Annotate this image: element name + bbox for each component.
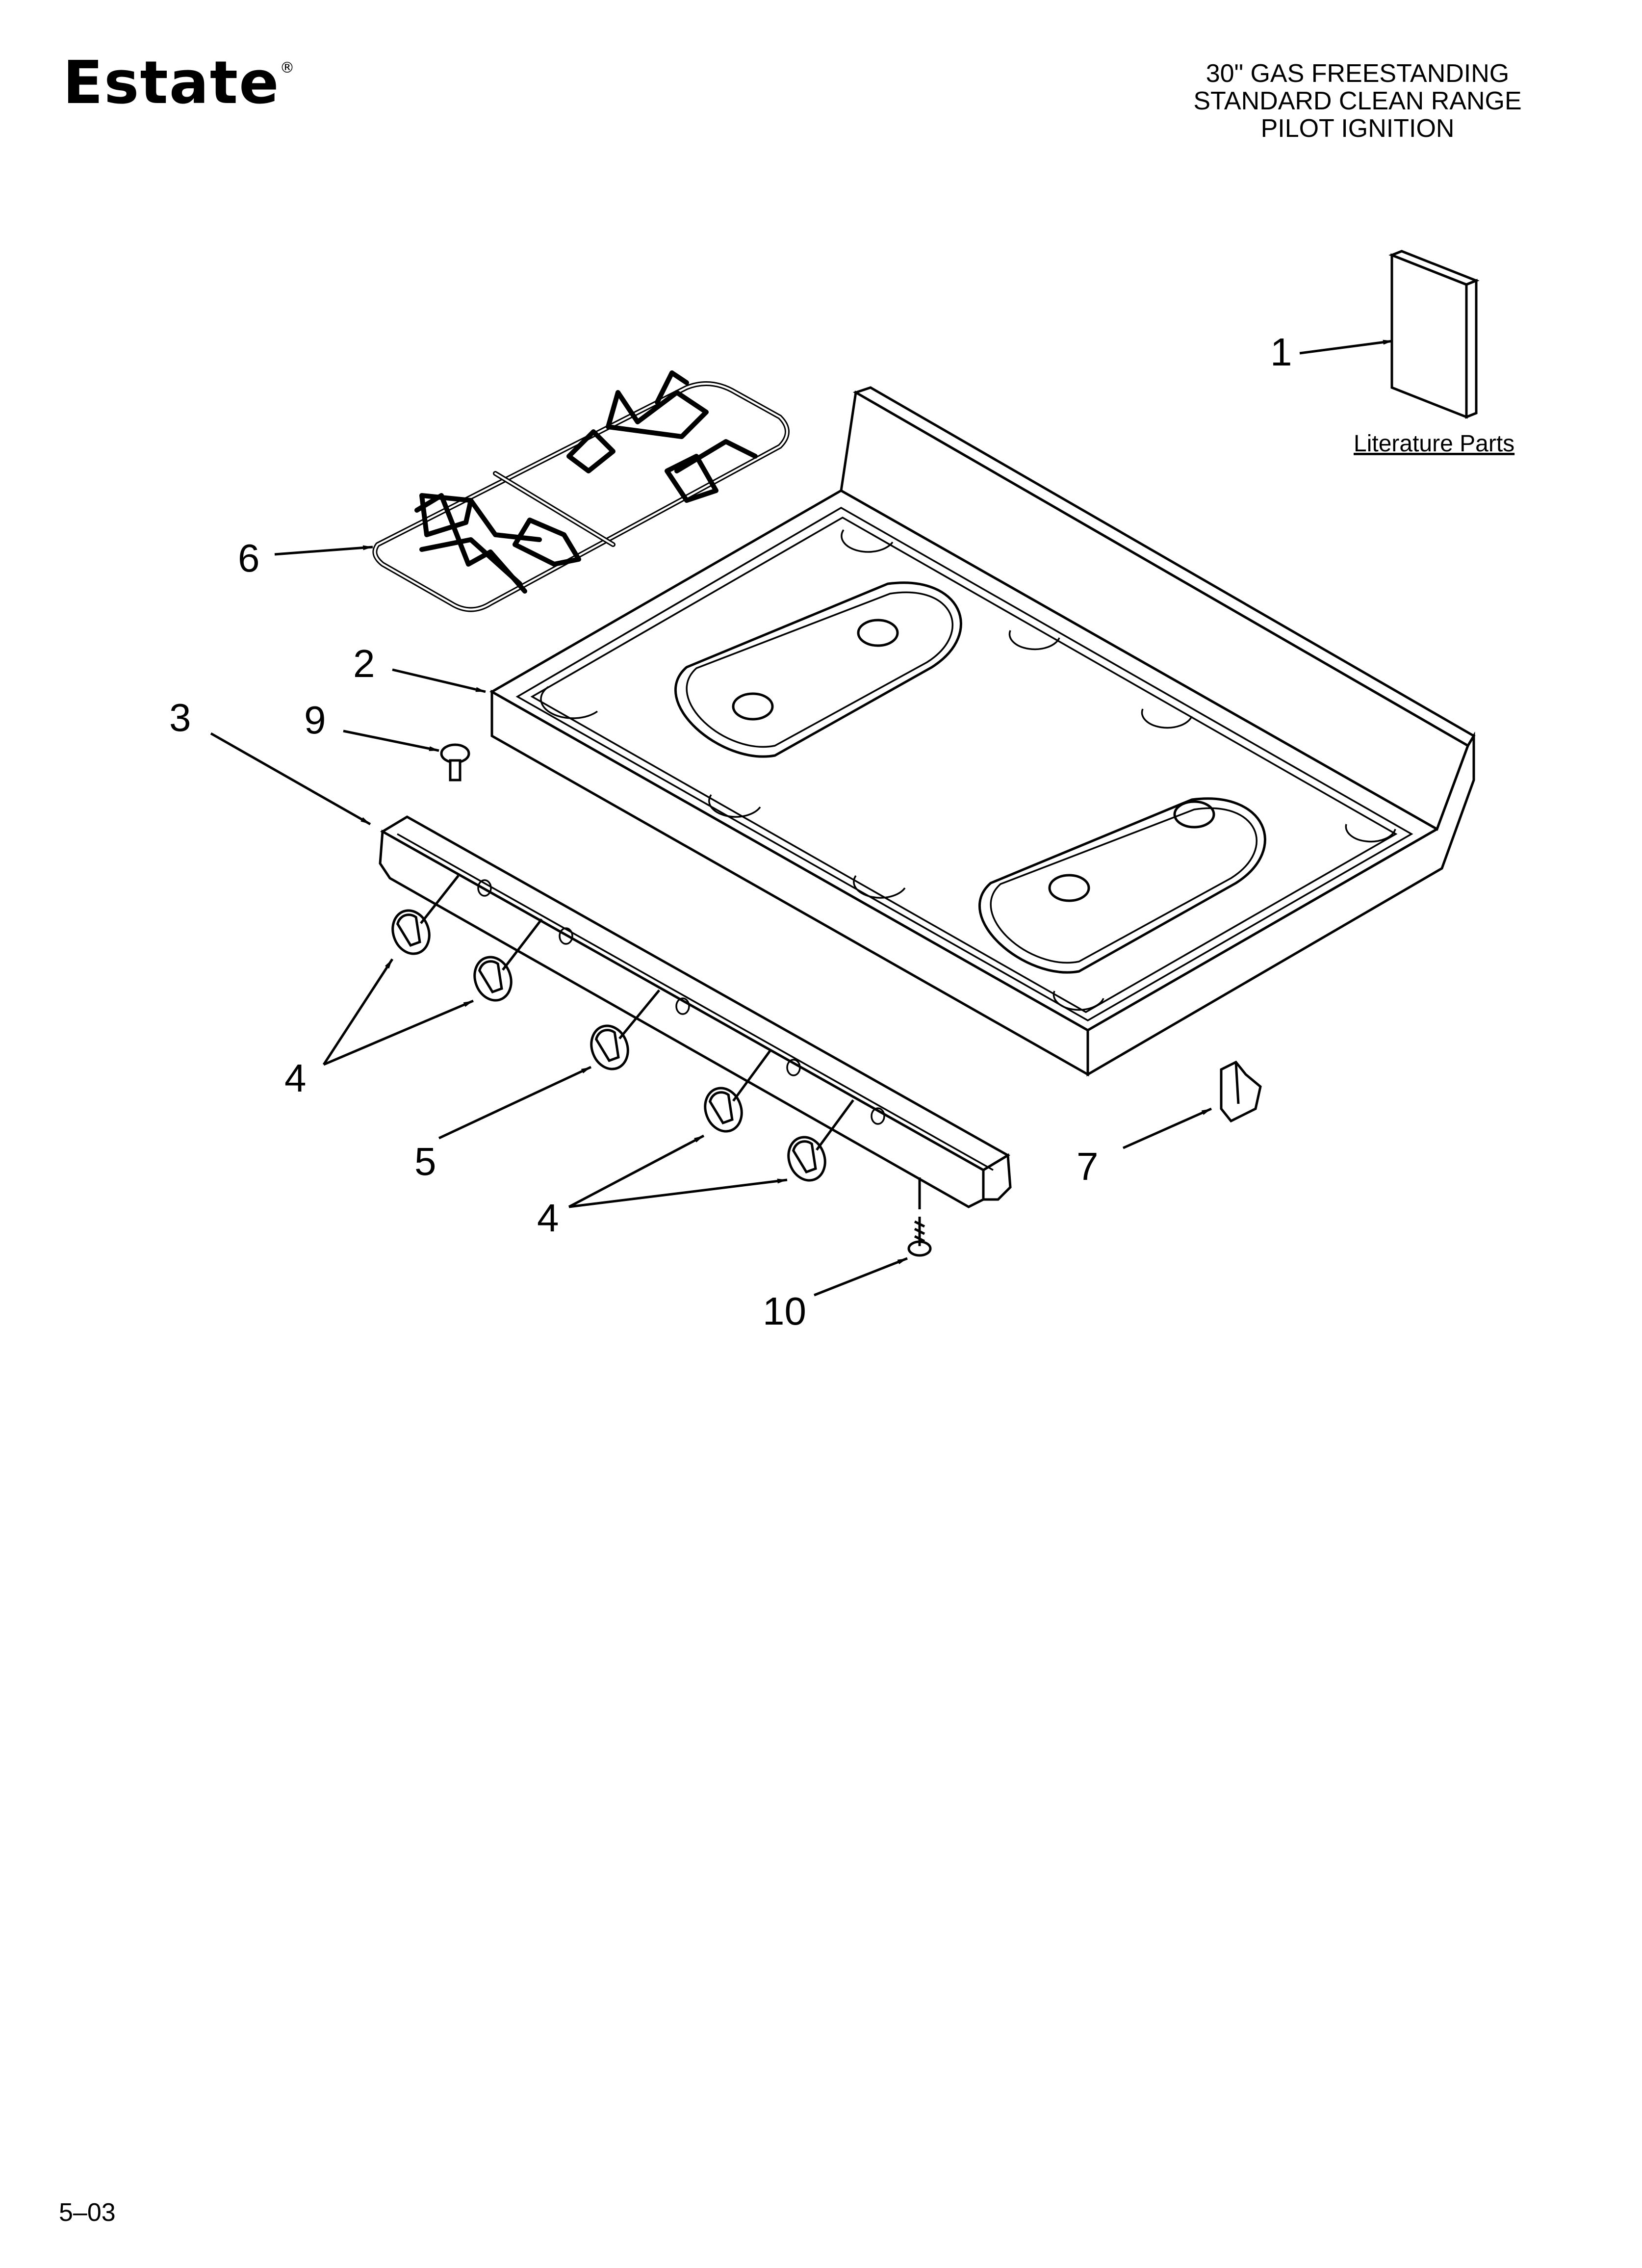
registered-mark: ® (280, 59, 296, 77)
bracket-clip (1220, 1060, 1262, 1123)
revision-code: 5–03 (59, 2198, 116, 2227)
callout-4-lower: 4 (537, 1196, 559, 1240)
title-line-2: STANDARD CLEAN RANGE (1193, 87, 1522, 115)
literature-parts-label: Literature Parts (1354, 431, 1514, 457)
callout-5: 5 (414, 1140, 436, 1183)
callout-2: 2 (353, 642, 375, 685)
callout-7: 7 (1077, 1145, 1099, 1188)
callout-6: 6 (238, 536, 260, 580)
knob-group (391, 875, 854, 1182)
burner-grate (372, 370, 790, 612)
pilot-part (440, 743, 470, 782)
callout-1: 1 (1270, 330, 1292, 374)
control-panel (379, 815, 1012, 1208)
right-burner-recess (978, 797, 1266, 974)
page-title: 30" GAS FREESTANDING STANDARD CLEAN RANG… (1137, 60, 1578, 142)
callout-10: 10 (763, 1289, 806, 1333)
left-burner-recess (674, 581, 962, 758)
title-line-3: PILOT IGNITION (1260, 114, 1455, 143)
title-line-1: 30" GAS FREESTANDING (1206, 59, 1510, 88)
literature-booklet (1388, 250, 1480, 419)
leader-lines (210, 339, 1393, 1297)
screw (907, 1177, 932, 1257)
estate-logo: Estate® (63, 54, 296, 113)
brand-name: Estate (63, 49, 280, 117)
callout-4-upper: 4 (284, 1056, 307, 1100)
cooktop (489, 386, 1476, 1077)
callout-9: 9 (304, 698, 326, 742)
callout-3: 3 (169, 696, 191, 739)
